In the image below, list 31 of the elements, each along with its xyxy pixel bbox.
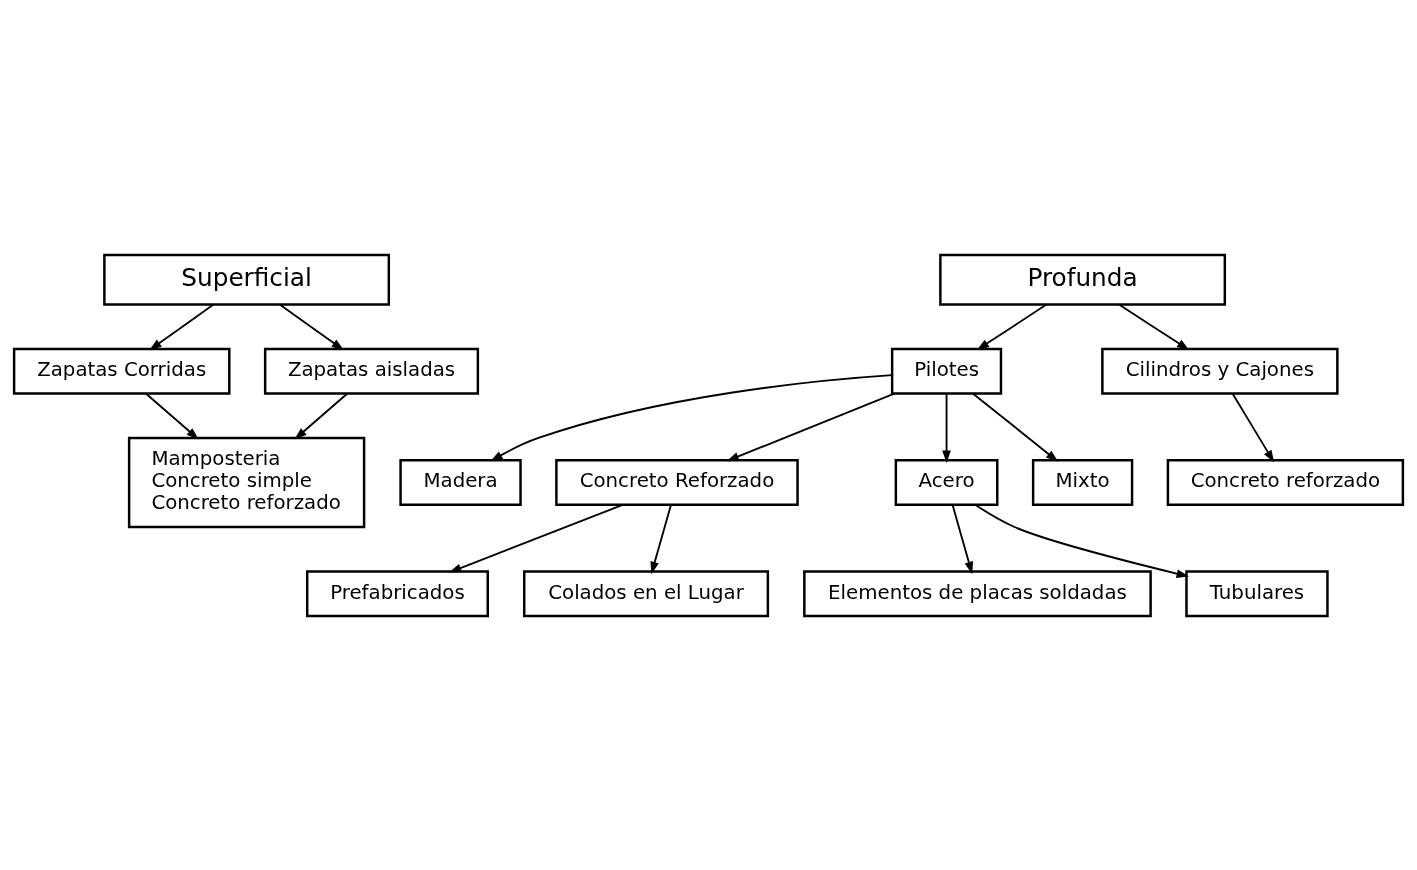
node-box: Mixto — [1031, 458, 1134, 506]
node-box: Zapatas aisladas — [263, 347, 480, 395]
node-box: Elementos de placas soldadas — [803, 569, 1152, 617]
arrow — [951, 503, 974, 574]
node-box: Tubulares — [1185, 569, 1329, 617]
arrow — [1118, 303, 1190, 350]
arrow — [972, 392, 1059, 462]
node-box: Colados en el Lugar — [523, 569, 770, 617]
node-box: Acero — [894, 458, 999, 506]
node-box: Cilindros y Cajones — [1101, 347, 1339, 395]
node-box: Madera — [399, 458, 522, 506]
arrow — [448, 503, 624, 573]
arrow — [278, 303, 344, 350]
arrow — [650, 503, 672, 574]
node-box: Mamposteria Concreto simple Concreto reforzado — [127, 436, 366, 528]
arrow — [294, 392, 348, 440]
arrow — [942, 392, 951, 463]
node-box: Concreto Reforzado — [555, 458, 799, 506]
arrow — [726, 392, 896, 461]
arrow — [1231, 392, 1275, 463]
node-box: Concreto reforzado — [1166, 458, 1405, 506]
node-box: Prefabricados — [305, 569, 489, 617]
arrow — [149, 303, 215, 350]
node-box: Zapatas Corridas — [12, 347, 231, 395]
node-box: Profunda — [939, 253, 1227, 306]
node-box: Superficial — [103, 253, 391, 306]
arrow — [490, 373, 893, 461]
arrow — [974, 503, 1189, 578]
node-box: Pilotes — [890, 347, 1003, 395]
arrow — [976, 303, 1048, 350]
arrow — [145, 392, 199, 440]
